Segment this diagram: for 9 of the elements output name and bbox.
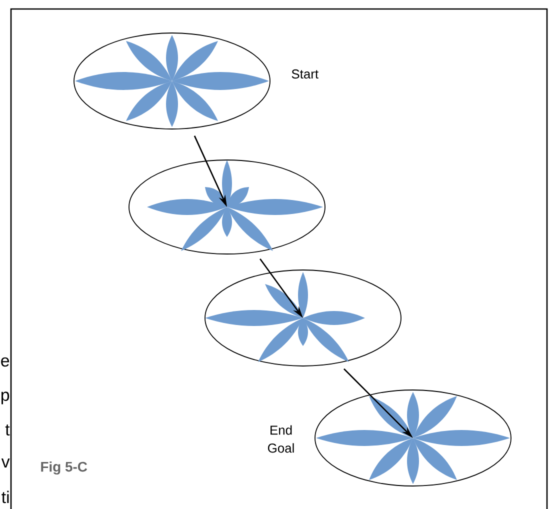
- step-label: Start: [292, 69, 318, 79]
- step-label: End Goal: [268, 425, 294, 453]
- text-fragment: e: [1, 357, 10, 367]
- text-fragment: v: [1, 458, 10, 468]
- text-fragment: p: [1, 392, 10, 404]
- ellipse: [204, 270, 402, 366]
- caption: Fig 5-C: [41, 461, 88, 475]
- text-fragment: ti: [2, 490, 9, 504]
- text-fragment: t: [5, 424, 10, 436]
